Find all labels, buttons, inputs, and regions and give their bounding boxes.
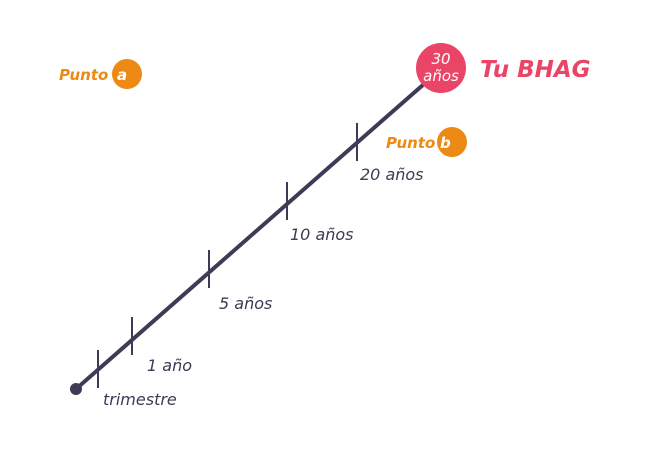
tick-label-20-anos: 20 años (360, 165, 424, 184)
point-b-label: Punto (386, 134, 435, 152)
goal-circle (416, 43, 466, 93)
tick-label-10-anos: 10 años (290, 225, 354, 244)
timeline-line (74, 68, 442, 391)
tick-label-trimestre: trimestre (103, 390, 177, 409)
point-a-letter: a (117, 66, 127, 84)
point-b-letter: b (440, 134, 451, 152)
point-b-badge (437, 127, 467, 157)
tick-label-5-anos: 5 años (219, 294, 272, 313)
point-a-label: Punto (59, 66, 108, 84)
tick-label-1-ano: 1 año (147, 356, 192, 375)
timeline-start-dot (70, 383, 82, 395)
goal-number: 30 (431, 50, 450, 68)
goal-title: Tu BHAG (480, 57, 591, 83)
point-a-badge (112, 59, 142, 89)
goal-unit: años (423, 67, 459, 85)
